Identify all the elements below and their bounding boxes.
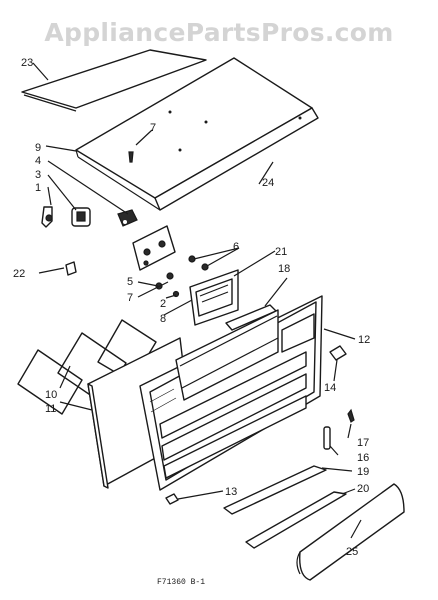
part-control-box [189,269,239,326]
callout-20: 20 [357,483,369,495]
part-knob [71,207,91,227]
callout-4: 4 [35,155,41,167]
callout-14: 14 [324,382,336,394]
part-small-clip [347,408,355,423]
part-top-cover [75,57,319,211]
callout-13: 13 [225,486,237,498]
callout-10: 10 [45,389,57,401]
callout-8: 8 [160,313,166,325]
callout-19: 19 [357,466,369,478]
callout-16: 16 [357,452,369,464]
part-bracket [41,206,53,228]
part-control-plate [132,225,176,271]
callout-22: 22 [13,268,25,280]
callout-9: 9 [35,142,41,154]
part-rail-20 [245,491,347,549]
callout-6: 6 [233,241,239,253]
callout-11: 11 [45,403,56,415]
part-rail-19 [223,465,327,515]
callout-12: 12 [358,334,370,346]
callout-17: 17 [357,437,369,449]
callout-18: 18 [278,263,290,275]
part-latch [329,345,347,361]
callout-23: 23 [21,57,33,69]
leader-lines [32,62,362,539]
part-front-grille [139,295,323,491]
callout-5: 5 [127,276,133,288]
callout-2: 2 [160,298,166,310]
callout-3: 3 [35,169,41,181]
part-switch [117,209,138,227]
part-foot [165,493,179,505]
callout-24: 24 [262,177,274,189]
callout-7-mid: 7 [127,292,133,304]
drawing-code: F71360 B-1 [157,578,205,587]
part-screw-top [128,151,134,163]
part-deflector [296,483,405,581]
callout-labels: 23 7 9 4 3 1 24 6 21 22 18 5 7 2 8 12 14… [13,57,370,558]
part-handle [323,426,331,450]
callout-25: 25 [346,546,358,558]
callout-1: 1 [35,182,41,194]
callout-21: 21 [275,246,287,258]
part-clip [65,261,77,276]
callout-7-top: 7 [150,122,156,134]
part-top-panel [21,49,207,112]
